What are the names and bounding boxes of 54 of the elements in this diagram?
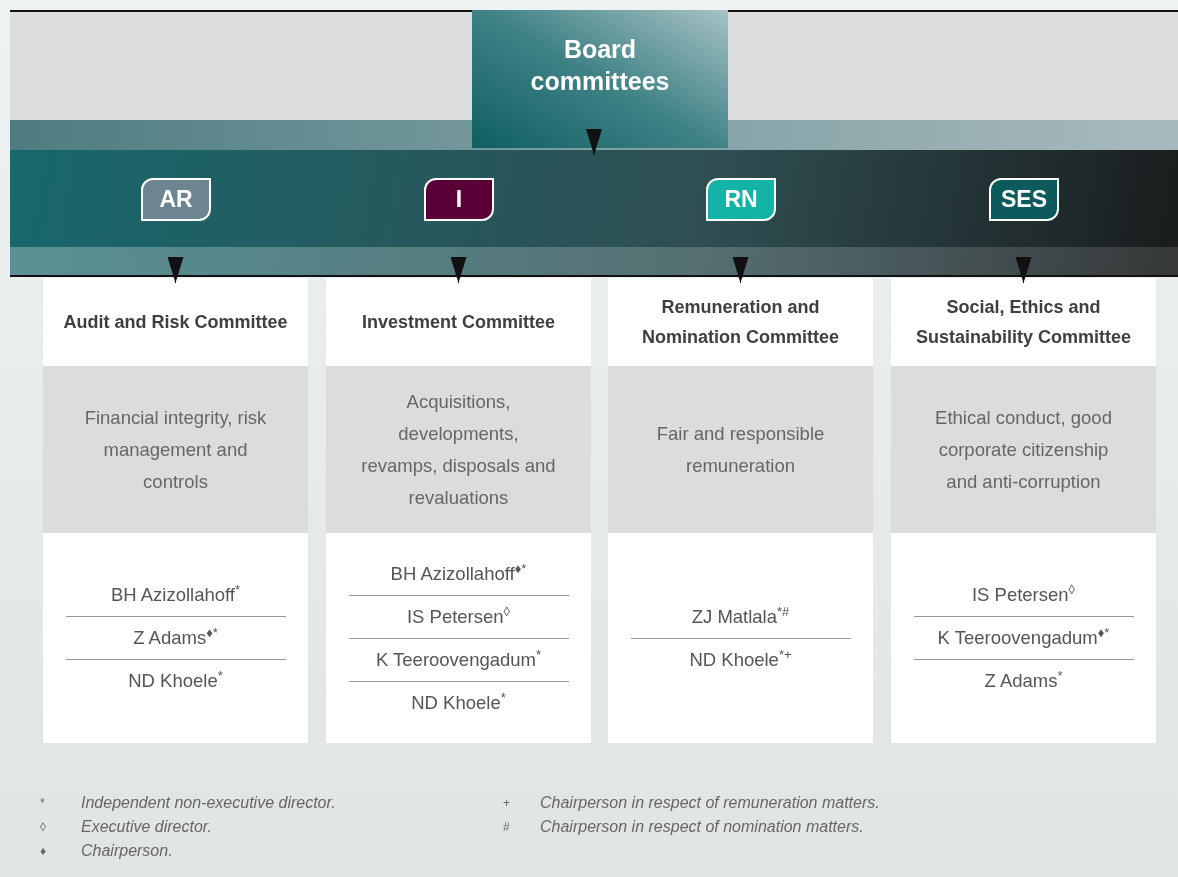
- arrow: [167, 257, 184, 284]
- remit-box: [43, 366, 308, 533]
- committee-name: Social, Ethics and Sustainability Committee: [914, 296, 1132, 349]
- member-name: ND Khoele$^{*+}$: [688, 645, 793, 672]
- arrow: [732, 257, 749, 284]
- committee-name: Investment Committee: [361, 311, 555, 334]
- member-name: BH Azizollahoff$^{*}$: [65, 574, 286, 617]
- arrow: [450, 257, 467, 284]
- committee-heading-box: [608, 278, 873, 366]
- remit-text: Financial integrity, risk management and controls: [83, 405, 268, 494]
- footnote-text: Chairperson in respect of nomination matters.: [540, 817, 865, 837]
- committee-name: Remuneration and Nomination Committee: [641, 296, 840, 349]
- footnote-text: Chairperson.: [81, 841, 174, 861]
- member-name: IS Petersen$^{◊}$: [348, 595, 569, 639]
- remit-box: [608, 366, 873, 533]
- footnote-text: Independent non-executive director.: [81, 793, 337, 813]
- footnote-symbol: +: [503, 795, 511, 812]
- footnote-symbol: *: [40, 795, 46, 812]
- member-name: Z Adams$^{*}$: [983, 666, 1064, 693]
- committee-band: [10, 150, 1178, 277]
- committee-heading-box: [43, 278, 308, 366]
- footnote-text: Chairperson in respect of remuneration matters.: [540, 793, 881, 813]
- committee-badge: SES: [989, 178, 1059, 221]
- footnote-symbol: #: [503, 819, 511, 836]
- committee-heading-box: [326, 278, 591, 366]
- arrow: [586, 129, 602, 156]
- footnote-symbol: ♦: [40, 843, 48, 860]
- members-box: [891, 533, 1156, 743]
- member-name: ND Khoele$^{*}$: [127, 666, 224, 693]
- footnote-symbol: ◊: [40, 819, 47, 836]
- title-text: Board committees: [529, 34, 671, 97]
- members-box: [326, 533, 591, 743]
- committee-name: Audit and Risk Committee: [63, 311, 288, 334]
- members-box: [608, 533, 873, 743]
- member-name: IS Petersen$^{◊}$: [913, 574, 1134, 617]
- remit-text: Fair and responsible remuneration: [655, 421, 826, 478]
- remit-box: [891, 366, 1156, 533]
- remit-text: Ethical conduct, good corporate citizenship and anti-corruption: [934, 405, 1113, 494]
- arrow: [1015, 257, 1032, 284]
- member-name: Z Adams$^{♦*}$: [65, 617, 286, 660]
- title-box: [472, 10, 728, 148]
- committee-badge: AR: [141, 178, 211, 221]
- member-name: K Teeroovengadum$^{♦*}$: [913, 617, 1134, 660]
- committee-heading-box: [891, 278, 1156, 366]
- remit-box: [326, 366, 591, 533]
- committee-badge: I: [424, 178, 494, 221]
- member-name: K Teeroovengadum$^{*}$: [348, 638, 569, 682]
- member-name: ND Khoele$^{*}$: [410, 688, 507, 715]
- member-name: ZJ Matlala$^{*#}$: [630, 595, 851, 639]
- member-name: BH Azizollahoff$^{♦*}$: [348, 552, 569, 596]
- members-box: [43, 533, 308, 743]
- footnote-text: Executive director.: [81, 817, 213, 837]
- committee-badge: RN: [706, 178, 776, 221]
- remit-text: Acquisitions, developments, revamps, disposals and revaluations: [360, 389, 557, 510]
